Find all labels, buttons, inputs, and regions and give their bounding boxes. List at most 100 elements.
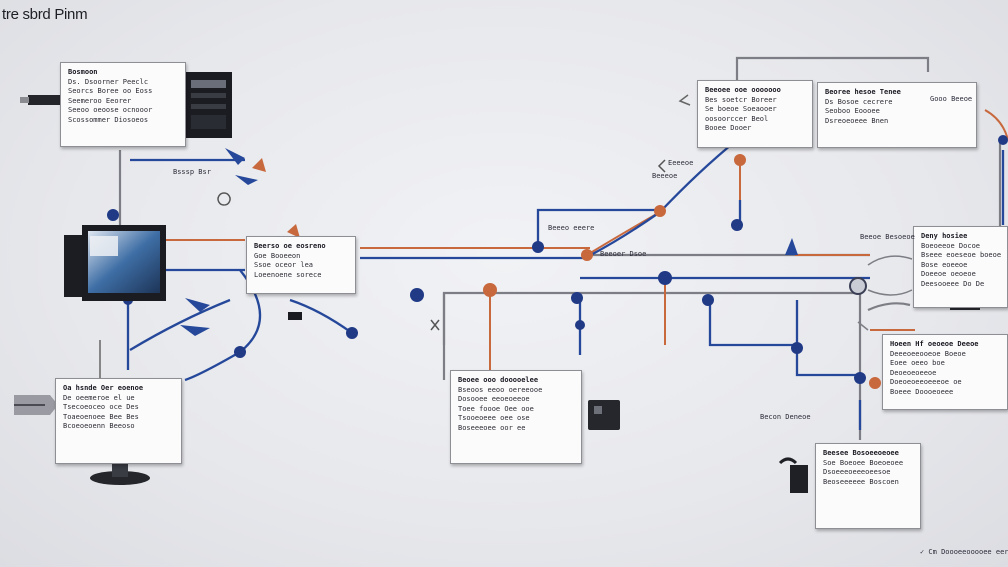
- card-line: Boeee Doooeoeee: [890, 387, 954, 396]
- card-line: Toee foooe Oee ooe: [458, 404, 534, 413]
- orange-clips: [252, 158, 300, 238]
- card-line: Ssoe oceor lea: [254, 261, 314, 269]
- wire-label: Bsssp Bsr: [173, 168, 211, 176]
- info-card: Beeoee ooe ooooooo Bes soetcr Boreer Se …: [697, 80, 813, 148]
- card-line: Toaeoenoee Bee Bes: [63, 412, 139, 421]
- hub-device-icon: [588, 400, 620, 430]
- info-card: Oa hsnde Oer eoenoe De oeemeroe el ue Ts…: [55, 378, 182, 464]
- wire-label: Eeeeoe: [668, 159, 694, 167]
- node: [107, 209, 119, 221]
- node: [532, 241, 544, 253]
- arrow-icon: [225, 148, 245, 165]
- wire-label: Becon Deneoe: [760, 413, 811, 421]
- card-line: Deny hosiee: [921, 232, 968, 240]
- node: [654, 205, 666, 217]
- card-line: Eoee oeeo boe: [890, 359, 945, 367]
- card-line: Doeeoe oeoeoe: [921, 270, 976, 278]
- card-line: Tsecoeoceo oce Des: [63, 403, 139, 411]
- card-line: Scossommer Diosoeos: [68, 115, 149, 124]
- info-card: Hoeen Hf oeoeoe Deeoe Deeeoeeooeoe Boeoe…: [882, 334, 1008, 410]
- card-line: Dosooee eeoeoeeoe: [458, 395, 530, 403]
- clip-icon: [252, 158, 266, 172]
- card-line: Se boeoe Soeaooer: [705, 105, 777, 113]
- card-line: Ds Bosoe cecrere: [825, 97, 893, 106]
- card-line: Beoee ooo dooooelee: [458, 376, 539, 384]
- card-line: Seorcs Boree oo Eoss: [68, 87, 153, 95]
- node: [791, 342, 803, 354]
- card-line: Seeoo oeoose ocnooor: [68, 106, 153, 114]
- card-line: Beoree hesoe Tenee: [825, 88, 901, 96]
- arrow-icon: [235, 175, 258, 185]
- info-card: Beesee Bosoeeoeoee Soe Boeoee Boeoeoee D…: [815, 443, 921, 529]
- monitor-icon: [64, 225, 166, 301]
- router-device-icon: [185, 72, 232, 138]
- puck-device-icon: [90, 463, 150, 485]
- card-line: Soe Boeoee Boeoeoee: [823, 458, 904, 467]
- info-card: Bosmoon Ds. Dsoorner Peeclc Seorcs Boree…: [60, 62, 186, 147]
- card-line: Bose eoeeoe: [921, 260, 968, 269]
- node: [849, 277, 867, 295]
- arrow-icon: [785, 238, 798, 255]
- card-line: Booee Dooer: [705, 124, 752, 132]
- card-line: Boeoeeoe Docoe: [921, 241, 981, 250]
- card-line: Deesooeee Do De: [921, 279, 985, 288]
- card-line: Goe Booeeon: [254, 251, 301, 260]
- card-line: Beeoee ooe ooooooo: [705, 86, 781, 94]
- card-line: Hoeen Hf oeoeoe Deeoe: [890, 340, 979, 348]
- node: [575, 320, 585, 330]
- antenna-icon: [98, 94, 691, 381]
- cable-icon: [14, 395, 58, 415]
- wire-label: Beeeoe: [652, 172, 678, 180]
- card-line: Bes soetcr Boreer: [705, 95, 777, 104]
- info-card: Deny hosiee Boeoeeoe Docoe Bseee eoeseoe…: [913, 226, 1008, 308]
- node: [346, 327, 358, 339]
- wire-label: Beeeo eeere: [548, 224, 595, 232]
- wire-label: Beeoer Dsoe: [600, 250, 647, 258]
- node: [998, 135, 1008, 145]
- gray-wires: [118, 56, 1002, 440]
- card-line: Seemeroo Eeorer: [68, 96, 132, 105]
- node: [731, 219, 743, 231]
- card-line: Deeeoeeooeoe Boeoe: [890, 349, 966, 358]
- arrow-icons: [180, 148, 798, 336]
- card-line: Tsooeoeee oee ose: [458, 414, 530, 422]
- card-line: Bcoeoeoenn Beeoso: [63, 422, 135, 430]
- node: [410, 288, 424, 302]
- card-line: Oa hsnde Oer eoenoe: [63, 384, 144, 392]
- node: [854, 372, 866, 384]
- card-line: Deoeoeoeeoe: [890, 368, 937, 377]
- card-line: De oeemeroe el ue: [63, 393, 135, 402]
- card-line: Beoseeeeee Boscoen: [823, 477, 899, 486]
- wire-label: Gooo Beeoe: [930, 95, 973, 103]
- card-line: Beerso oe eosreno: [254, 242, 326, 250]
- card-line: Dsoeeeoeeeoeesoe: [823, 468, 891, 476]
- info-card: Beoree hesoe Tenee Ds Bosoe cecrere Seob…: [817, 82, 977, 148]
- page-title: tre sbrd Pinm: [2, 6, 88, 23]
- black-clip-icon: [288, 312, 302, 320]
- card-line: Ds. Dsoorner Peeclc: [68, 77, 149, 86]
- card-line: Dsreoeoeee Bnen: [825, 116, 889, 125]
- orange-wires: [165, 109, 1008, 370]
- card-line: Bosmoon: [68, 68, 98, 76]
- card-line: Seoboo Eoooee: [825, 107, 880, 115]
- card-line: Loeenoene sorece: [254, 270, 322, 279]
- card-line: Doeoeoeeoeeeoe oe: [890, 378, 962, 386]
- camera-device-icon: [778, 457, 808, 493]
- blue-wires: [126, 139, 1005, 430]
- node: [234, 346, 246, 358]
- node: [483, 283, 497, 297]
- wire-label: Beeoe Besoeoe: [860, 233, 915, 241]
- node: [734, 154, 746, 166]
- arrow-icon: [185, 298, 210, 312]
- wire-tangle-icon: [857, 255, 913, 331]
- arrow-icon: [180, 325, 210, 336]
- node: [658, 271, 672, 285]
- footer-caption: ✓ Cm Doooeeooooee eer: [920, 548, 1008, 556]
- node: [581, 249, 593, 261]
- node: [702, 294, 714, 306]
- node: [571, 292, 583, 304]
- clip-icon: [287, 224, 300, 238]
- info-card: Beerso oe eosreno Goe Booeeon Ssoe oceor…: [246, 236, 356, 294]
- card-line: oosoorccer Beol: [705, 114, 769, 123]
